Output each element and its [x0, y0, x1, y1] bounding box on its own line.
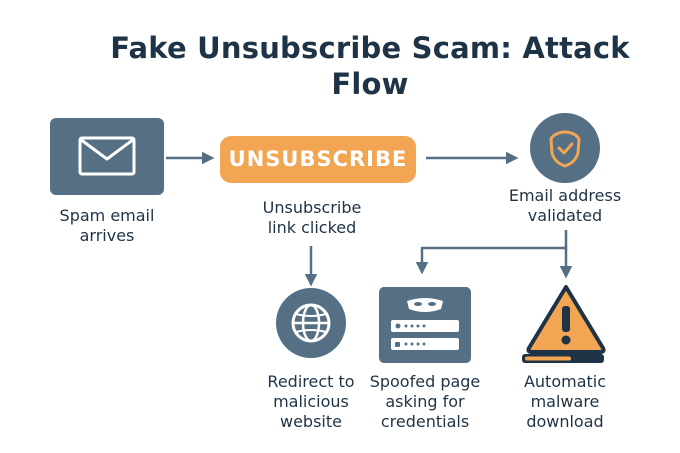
label-line: Spam email — [59, 206, 155, 225]
unsubscribe-button[interactable]: UNSUBSCRIBE — [220, 136, 416, 183]
spoofed-page-panel — [379, 287, 471, 363]
warning-triangle-icon — [522, 285, 606, 363]
label-line: Email address — [508, 186, 622, 205]
label-line: link clicked — [267, 218, 357, 237]
download-progress-fill — [525, 356, 571, 361]
arrow-validated-branch — [422, 230, 568, 250]
label-line: Spoofed page — [369, 372, 481, 391]
label-line: arrives — [79, 226, 135, 245]
label-line: Automatic — [523, 372, 607, 391]
masked-login-form-icon — [391, 298, 459, 350]
envelope-icon — [78, 136, 136, 176]
globe-icon — [291, 303, 331, 343]
label-line: malicious — [273, 392, 349, 411]
unsubscribe-label: Unsubscribe link clicked — [242, 198, 382, 238]
shield-check-icon — [549, 130, 581, 168]
spam-email-tile — [50, 118, 164, 195]
label-line: validated — [527, 206, 603, 225]
spam-email-label: Spam email arrives — [42, 206, 172, 246]
label-line: credentials — [380, 412, 470, 431]
label-line: asking for — [385, 392, 465, 411]
validated-label: Email address validated — [495, 186, 635, 226]
spoofed-label: Spoofed page asking for credentials — [360, 372, 490, 432]
malware-label: Automatic malware download — [500, 372, 630, 432]
label-line: download — [526, 412, 604, 431]
label-line: malware — [530, 392, 600, 411]
validated-badge — [530, 113, 600, 183]
label-line: Redirect to — [267, 372, 355, 391]
label-line: website — [280, 412, 342, 431]
redirect-label: Redirect to malicious website — [246, 372, 376, 432]
redirect-badge — [276, 288, 346, 358]
diagram-title: Fake Unsubscribe Scam: Attack Flow — [110, 31, 630, 101]
label-line: Unsubscribe — [262, 198, 362, 217]
